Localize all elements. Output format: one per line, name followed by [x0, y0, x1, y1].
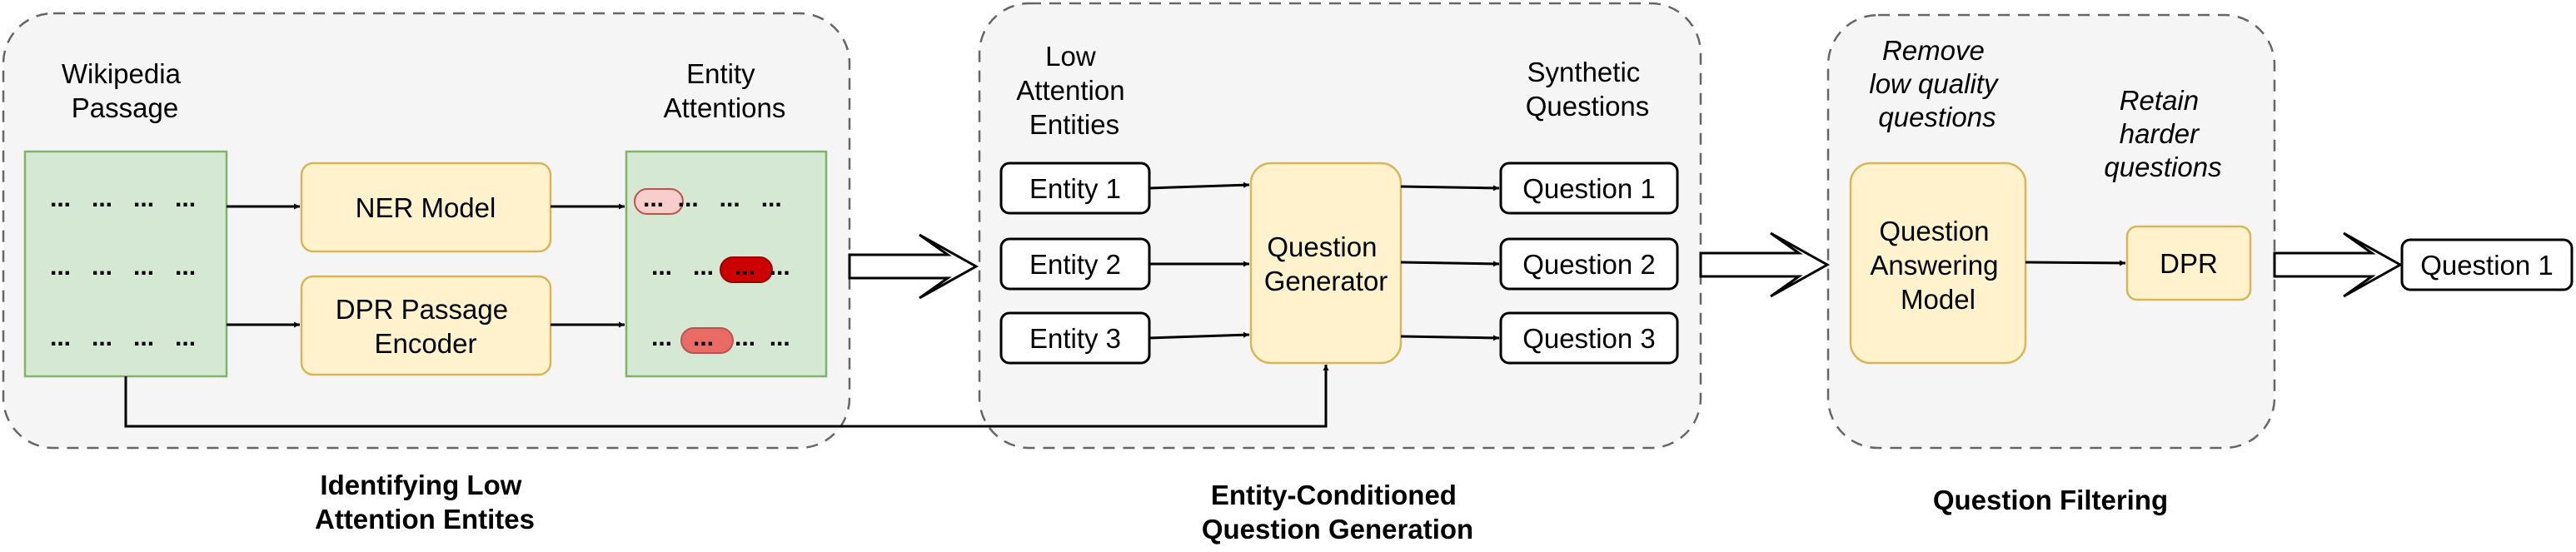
arrow-qa-to-dpr — [2025, 260, 2126, 266]
question-generator-box — [1249, 162, 1403, 365]
medium-attention-entity-pill — [680, 327, 734, 354]
entity-3-label: Entity 3 — [1029, 323, 1121, 354]
entity-2-label: Entity 2 — [1029, 249, 1121, 280]
dpr-passage-encoder-label: DPR Passage Encoder — [336, 294, 516, 359]
low-attention-entity-pill — [634, 188, 684, 215]
arrow-passage-to-generator — [124, 365, 1329, 428]
attn-dots-row-3: ... ... ... ... — [651, 324, 790, 351]
dpr-passage-encoder-box — [300, 275, 552, 376]
question-1-label: Question 1 — [1522, 173, 1656, 204]
remove-low-quality-note: Remove low quality questions — [1869, 35, 2005, 132]
entity-1-label: Entity 1 — [1029, 173, 1121, 204]
passage-dots-row-3: ... ... ... ... — [50, 324, 196, 351]
hollow-arrow-stage2-to-stage3 — [1699, 231, 1831, 298]
synthetic-questions-title: Synthetic Questions — [1526, 57, 1650, 122]
wikipedia-passage-box — [23, 150, 228, 378]
attn-dots-row-1: ... ... ... ... — [643, 185, 782, 212]
output-question-label: Question 1 — [2420, 250, 2554, 281]
low-attention-entities-title: Low Attention Entities — [1016, 41, 1132, 140]
arrow-entity1-to-generator — [1148, 182, 1250, 190]
stage1-caption: Identifying Low Attention Entites — [315, 470, 535, 535]
stage2-caption: Entity-Conditioned Question Generation — [1202, 480, 1473, 545]
question-generator-label: Question Generator — [1264, 231, 1388, 296]
passage-dots-row-2: ... ... ... ... — [50, 253, 196, 281]
question-3-box — [1499, 311, 1679, 365]
question-2-label: Question 2 — [1522, 249, 1656, 280]
arrow-generator-to-question3 — [1400, 335, 1500, 341]
arrow-entity3-to-generator — [1148, 331, 1250, 340]
question-2-box — [1499, 237, 1679, 291]
wikipedia-passage-title: Wikipedia Passage — [62, 58, 188, 123]
dpr-filter-box — [2125, 225, 2252, 301]
entity-attentions-title: Entity Attentions — [664, 58, 786, 123]
dpr-filter-label: DPR — [2160, 248, 2218, 279]
passage-dots-row-1: ... ... ... ... — [50, 185, 196, 212]
ner-model-label: NER Model — [356, 192, 496, 223]
arrow-generator-to-question2 — [1400, 261, 1500, 267]
question-answering-model-label: Question Answering Model — [1870, 216, 2005, 315]
question-1-box — [1499, 162, 1679, 215]
hollow-arrow-stage3-to-output — [2273, 231, 2404, 298]
retain-harder-note: Retain harder questions — [2104, 85, 2221, 182]
stage3-caption: Question Filtering — [1933, 485, 2168, 515]
output-question-box — [2400, 238, 2574, 291]
attn-dots-row-2: ... ... ... ... — [651, 253, 790, 281]
arrow-generator-to-question1 — [1400, 185, 1500, 191]
high-attention-entity-pill — [720, 256, 773, 283]
question-3-label: Question 3 — [1522, 323, 1656, 354]
hollow-arrow-stage1-to-stage2 — [848, 233, 979, 300]
